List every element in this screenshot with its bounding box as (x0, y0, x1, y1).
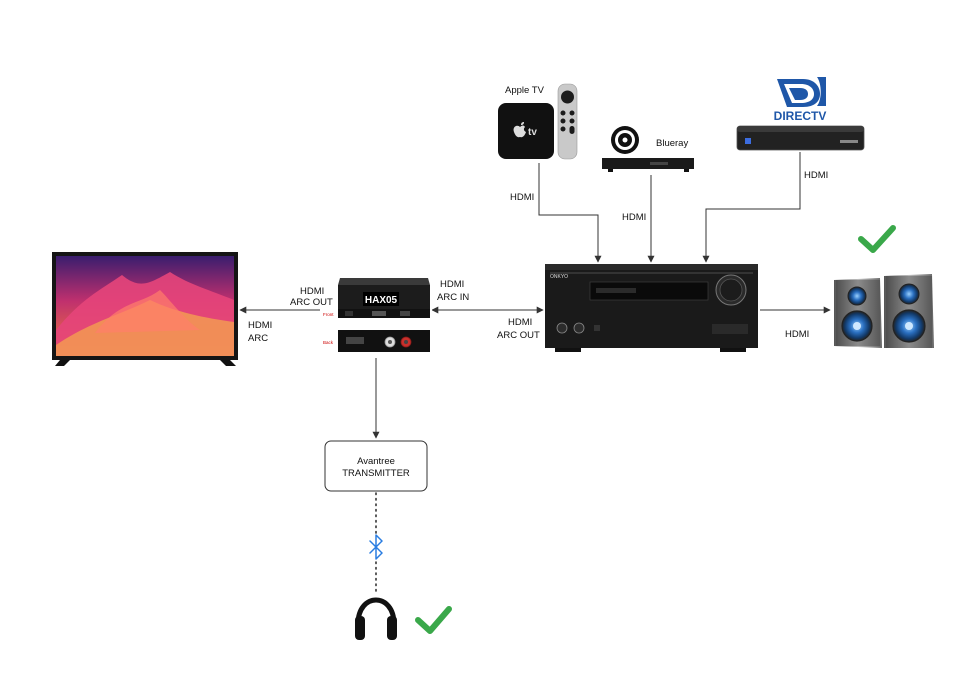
line-appletv-receiver (538, 163, 602, 263)
blueray-device (602, 126, 694, 172)
speakers-device (834, 274, 934, 348)
tv-device (52, 252, 238, 366)
check-icon-headphones (415, 606, 452, 634)
receiver-out-label-line1: HDMI (508, 317, 532, 328)
speakers-hdmi-label: HDMI (785, 329, 809, 340)
blueray-hdmi-label: HDMI (622, 212, 646, 223)
headphones-icon (355, 597, 397, 640)
apple-tv-device: tv (498, 83, 578, 160)
appletv-hdmi-label: HDMI (510, 192, 534, 203)
receiver-brand: ONKYO (550, 274, 568, 280)
receiver-out-label-line2: ARC OUT (497, 330, 540, 341)
transmitter-device (324, 440, 428, 492)
apple-tv-label: Apple TV (505, 85, 545, 96)
transmitter-label-line2: TRANSMITTER (342, 468, 410, 479)
hax05-label: HAX05 (365, 295, 398, 306)
bluetooth-icon (369, 534, 383, 560)
directv-hdmi-label: HDMI (804, 170, 828, 181)
tv-arc-label-line2: ARC (248, 333, 268, 344)
hax05-front-label: Front (323, 312, 334, 317)
apple-tv-logo-text: tv (528, 127, 537, 138)
hax-in-label-line1: HDMI (440, 279, 464, 290)
directv-label: DIRECTV (774, 109, 827, 123)
connections (239, 152, 831, 596)
hax-out-label-line1: HDMI (300, 286, 324, 297)
directv-device (736, 77, 865, 151)
transmitter-label-line1: Avantree (357, 456, 395, 467)
tv-arc-label-line1: HDMI (248, 320, 272, 331)
hax05-device: HAX05 Front Back (320, 264, 432, 358)
hax-in-label-line2: ARC IN (437, 292, 469, 303)
hax05-back-label: Back (323, 340, 334, 345)
receiver-device: ONKYO (545, 264, 758, 352)
check-icon-speakers (858, 225, 896, 253)
blueray-label: Blueray (656, 138, 688, 149)
apple-logo-icon (513, 122, 526, 138)
line-directv-receiver (702, 152, 801, 263)
hax-out-label-line2: ARC OUT (290, 297, 333, 308)
